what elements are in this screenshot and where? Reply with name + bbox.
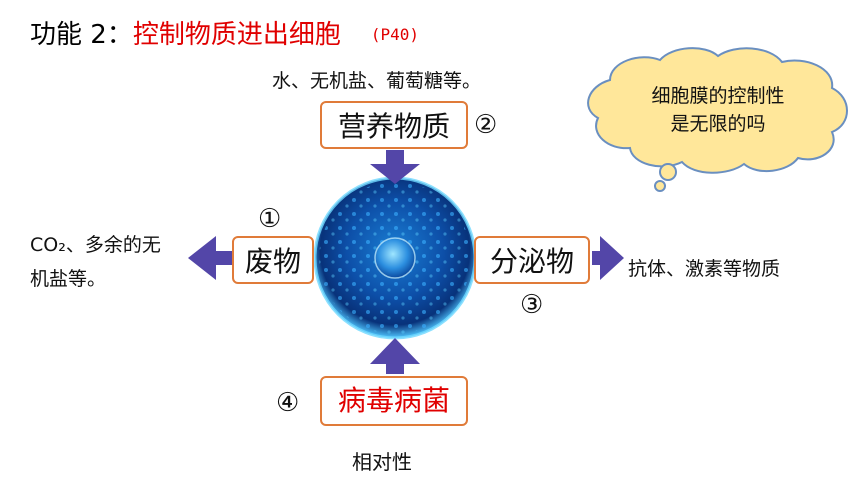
arrow-nutrients-in: [370, 150, 420, 184]
page-reference: (P40): [370, 25, 419, 44]
nutrients-box: 营养物质: [320, 101, 468, 149]
callout-line-1: 细胞膜的控制性: [651, 85, 785, 107]
secretion-box: 分泌物: [474, 236, 590, 284]
thought-cloud-graphic: [587, 47, 848, 192]
arrow-secretion-out: [592, 236, 624, 280]
secretion-number: ③: [520, 290, 544, 320]
waste-box: 废物: [232, 236, 314, 284]
page-title: 功能 2：控制物质进出细胞 (P40): [30, 14, 419, 51]
pathogen-number: ④: [276, 388, 300, 418]
secretion-note: 抗体、激素等物质: [628, 258, 781, 280]
callout-question: 细胞膜的控制性 是无限的吗: [618, 82, 818, 138]
arrow-waste-out: [188, 236, 232, 280]
pathogen-box: 病毒病菌: [320, 376, 468, 426]
waste-note-line-1: CO₂、多余的无: [30, 234, 161, 256]
nutrients-note: 水、无机盐、葡萄糖等。: [272, 70, 482, 92]
title-main: 控制物质进出细胞: [132, 20, 341, 50]
pathogen-note: 相对性: [352, 450, 412, 474]
waste-note-line-2: 机盐等。: [30, 268, 107, 290]
cell-graphic: [313, 176, 477, 340]
title-prefix: 功能 2：: [30, 20, 133, 50]
arrow-pathogen-in: [370, 338, 420, 374]
waste-number: ①: [258, 204, 282, 234]
callout-line-2: 是无限的吗: [670, 113, 766, 135]
waste-note: CO₂、多余的无 机盐等。: [30, 228, 161, 296]
nutrients-number: ②: [474, 110, 498, 140]
nucleus-graphic: [375, 238, 415, 278]
